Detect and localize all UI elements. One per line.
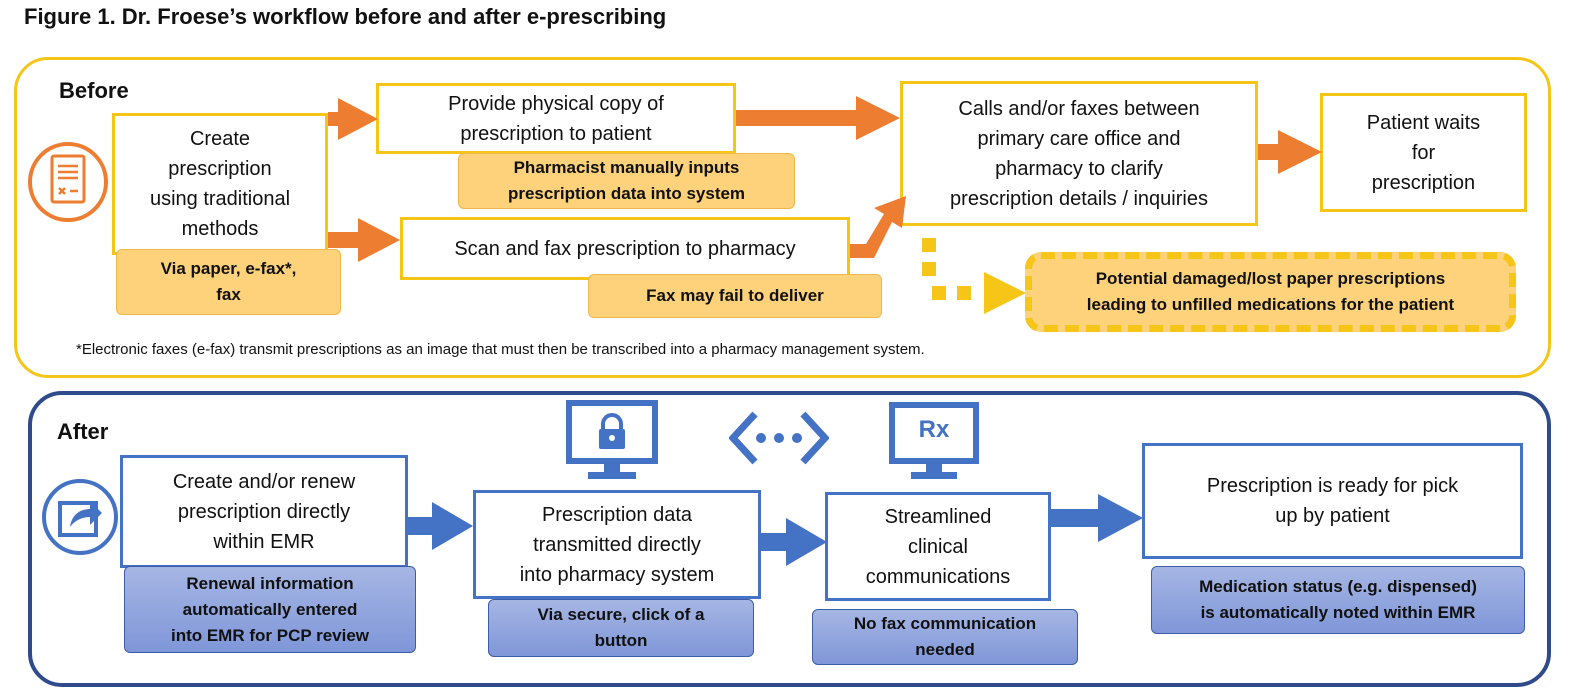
arrow-transmit-to-streamlined bbox=[761, 518, 827, 566]
risk-box: Potential damaged/lost paper prescriptio… bbox=[1025, 252, 1516, 332]
share-export-icon bbox=[42, 479, 118, 555]
arrow-create-to-transmit bbox=[408, 502, 473, 550]
ready-box: Prescription is ready for pick up by pat… bbox=[1142, 443, 1523, 559]
streamlined-note: No fax communication needed bbox=[812, 609, 1078, 665]
transmit-box: Prescription data transmitted directly i… bbox=[473, 490, 761, 599]
after-label: After bbox=[57, 419, 109, 444]
before-create-box: Create prescription using traditional me… bbox=[112, 113, 328, 255]
arrow-scan-to-calls bbox=[850, 196, 906, 258]
arrow-physical-to-calls bbox=[736, 96, 900, 140]
rx-monitor-icon: Rx bbox=[889, 402, 979, 482]
after-create-box: Create and/or renew prescription directl… bbox=[120, 455, 408, 568]
streamlined-box: Streamlined clinical communications bbox=[825, 492, 1051, 601]
transmit-note: Via secure, click of a button bbox=[488, 599, 754, 657]
figure-title: Figure 1. Dr. Froese’s workflow before a… bbox=[24, 4, 667, 29]
after-arrows bbox=[408, 494, 1143, 566]
connection-dots-icon bbox=[729, 411, 829, 465]
scan-fax-box: Scan and fax prescription to pharmacy bbox=[400, 217, 850, 280]
physical-copy-note: Pharmacist manually inputs prescription … bbox=[458, 153, 795, 209]
before-panel bbox=[14, 57, 1551, 378]
arrow-create-to-physical bbox=[328, 98, 378, 140]
after-create-note: Renewal information automatically entere… bbox=[124, 566, 416, 653]
footnote: *Electronic faxes (e-fax) transmit presc… bbox=[76, 341, 925, 358]
prescription-document-icon bbox=[28, 142, 108, 222]
risk-connector bbox=[922, 238, 1026, 314]
arrow-streamlined-to-ready bbox=[1051, 494, 1143, 542]
rx-icon-text: Rx bbox=[918, 416, 950, 443]
physical-copy-box: Provide physical copy of prescription to… bbox=[376, 83, 736, 154]
calls-faxes-box: Calls and/or faxes between primary care … bbox=[900, 81, 1258, 226]
ready-note: Medication status (e.g. dispensed) is au… bbox=[1151, 566, 1525, 634]
before-arrows bbox=[328, 96, 1322, 262]
patient-waits-box: Patient waits for prescription bbox=[1320, 93, 1527, 212]
before-label: Before bbox=[59, 78, 129, 103]
arrow-create-to-scan bbox=[328, 218, 400, 262]
arrow-calls-to-waits bbox=[1258, 130, 1322, 174]
before-create-note: Via paper, e-fax*, fax bbox=[116, 249, 341, 315]
after-panel bbox=[28, 391, 1551, 687]
scan-fax-note: Fax may fail to deliver bbox=[588, 274, 882, 318]
secure-monitor-icon bbox=[566, 400, 658, 479]
